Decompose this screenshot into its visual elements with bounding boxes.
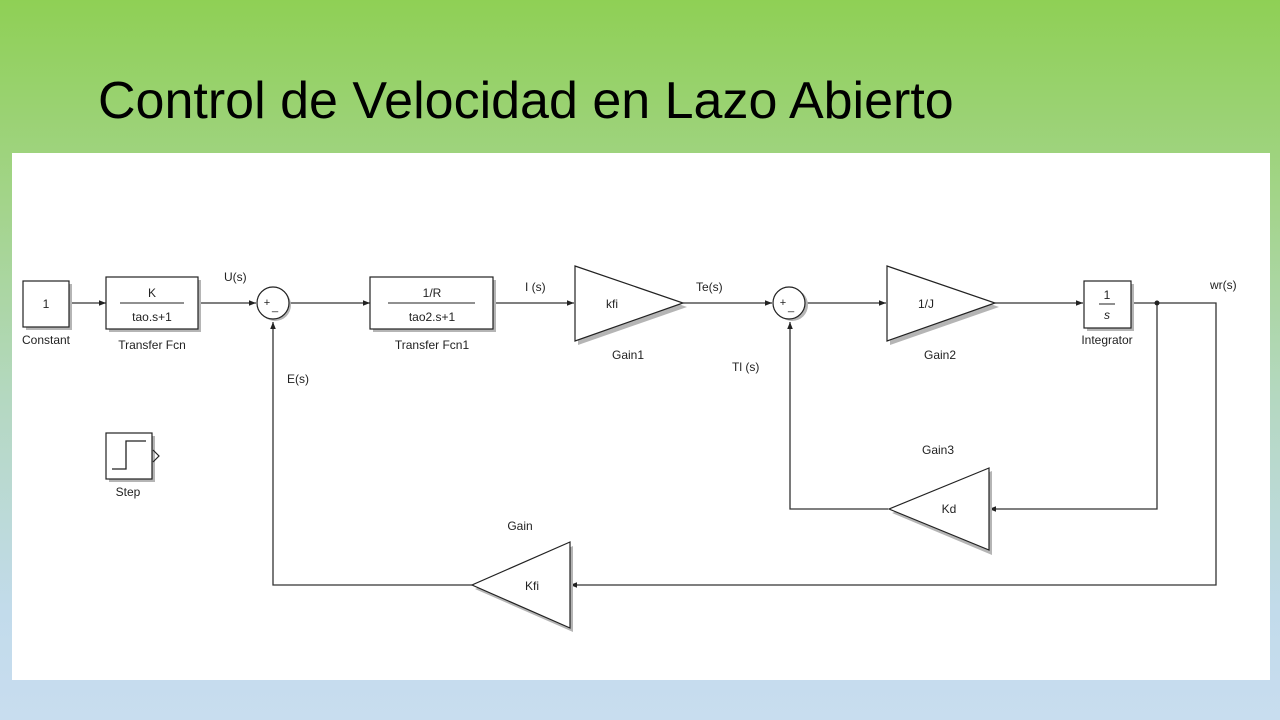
transfer-fcn-denominator: tao.s+1 xyxy=(132,310,172,324)
transfer-fcn1-denominator: tao2.s+1 xyxy=(409,310,456,324)
gain2-label: Gain2 xyxy=(924,348,956,362)
signal-e-label: E(s) xyxy=(287,372,309,386)
transfer-fcn-block[interactable]: K tao.s+1 xyxy=(105,276,201,332)
integrator-label: Integrator xyxy=(1081,333,1132,347)
integrator-numerator: 1 xyxy=(1104,288,1111,302)
transfer-fcn-label: Transfer Fcn xyxy=(118,338,186,352)
wire-gain-to-sum1 xyxy=(270,322,472,586)
sum2-block[interactable]: + _ xyxy=(772,286,808,321)
constant-label: Constant xyxy=(22,333,71,347)
transfer-fcn1-label: Transfer Fcn1 xyxy=(395,338,470,352)
sum1-plus-sign: + xyxy=(264,297,270,309)
wire-gain3-to-sum2 xyxy=(787,322,888,510)
gain-label: Gain xyxy=(507,519,532,533)
signal-wires xyxy=(69,300,1217,588)
transfer-fcn1-block[interactable]: 1/R tao2.s+1 xyxy=(369,276,496,332)
step-icon xyxy=(112,440,146,470)
step-label: Step xyxy=(116,485,141,499)
sum2-minus-sign: _ xyxy=(787,301,795,313)
block-diagram: 1 Constant K tao.s+1 Transfer Fcn + _ 1/… xyxy=(22,265,1237,632)
block-diagram-panel: 1 Constant K tao.s+1 Transfer Fcn + _ 1/… xyxy=(12,153,1270,680)
gain3-label: Gain3 xyxy=(922,443,954,457)
slide-title: Control de Velocidad en Lazo Abierto xyxy=(98,72,954,130)
wire-feedback-to-gain3 xyxy=(989,303,1158,512)
integrator-block[interactable]: 1 s xyxy=(1083,280,1134,331)
transfer-fcn-numerator: K xyxy=(148,286,156,300)
signal-i-label: I (s) xyxy=(525,280,546,294)
wire-integrator-output xyxy=(570,302,1217,588)
gain2-block[interactable]: 1/J xyxy=(886,265,999,345)
gain-value: Kfi xyxy=(525,579,539,593)
gain1-block[interactable]: kfi xyxy=(574,265,687,345)
output-port-icon xyxy=(152,449,160,463)
sum2-plus-sign: + xyxy=(780,297,786,309)
branch-point xyxy=(1154,300,1160,306)
step-block[interactable] xyxy=(105,432,160,482)
gain1-value: kfi xyxy=(606,297,618,311)
gain3-value: Kd xyxy=(942,502,957,516)
gain3-block[interactable]: Kd xyxy=(887,467,992,555)
signal-wr-label: wr(s) xyxy=(1209,278,1237,292)
integrator-denominator: s xyxy=(1104,308,1110,322)
transfer-fcn1-numerator: 1/R xyxy=(423,286,442,300)
sum1-minus-sign: _ xyxy=(271,301,279,313)
signal-te-label: Te(s) xyxy=(696,280,723,294)
sum1-block[interactable]: + _ xyxy=(256,286,291,321)
gain-block[interactable]: Kfi xyxy=(470,541,573,632)
signal-u-label: U(s) xyxy=(224,270,247,284)
constant-block[interactable]: 1 xyxy=(22,280,72,330)
signal-tl-label: Tl (s) xyxy=(732,360,759,374)
constant-value: 1 xyxy=(43,297,50,311)
gain1-label: Gain1 xyxy=(612,348,644,362)
gain2-value: 1/J xyxy=(918,297,934,311)
